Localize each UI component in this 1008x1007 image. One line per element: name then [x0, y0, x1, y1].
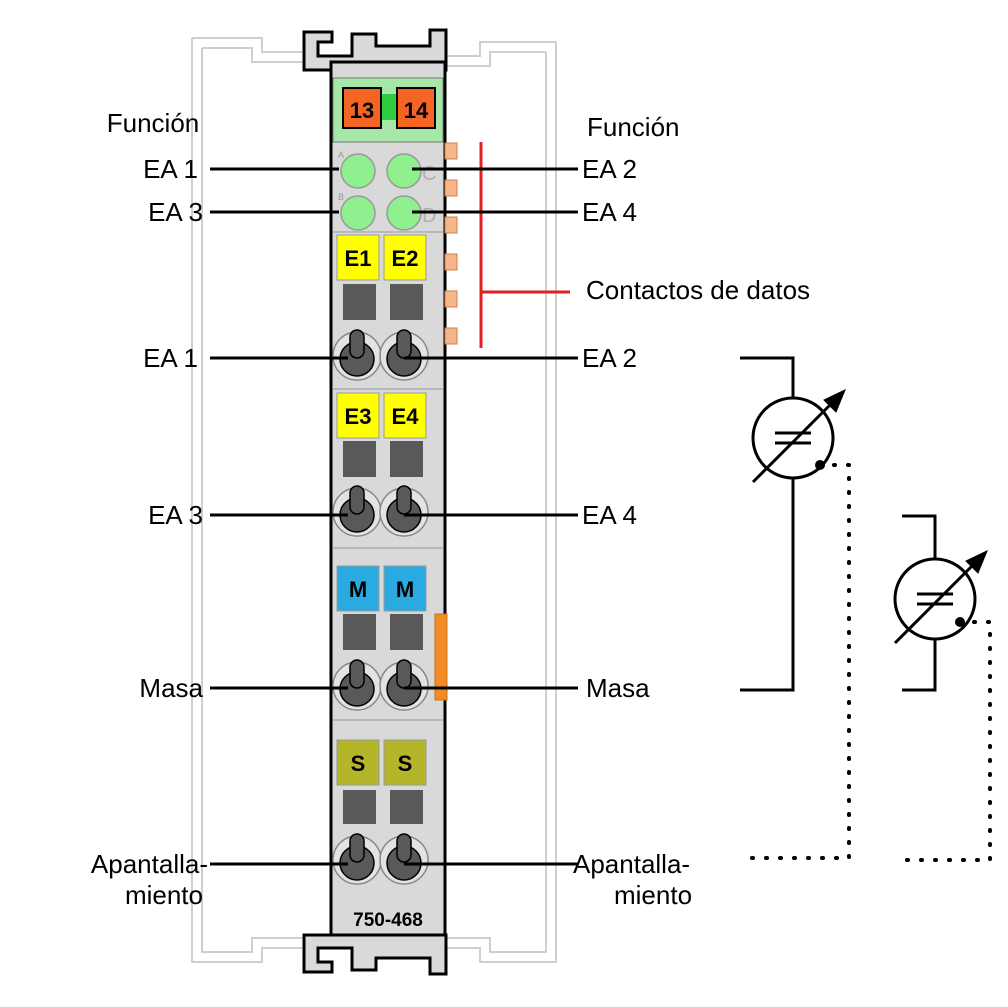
release-slot: [390, 790, 423, 824]
tag-s1: [336, 739, 380, 786]
din-rail-outline: [191, 37, 557, 963]
label-ea4: EA 4: [582, 500, 637, 530]
release-slot: [343, 614, 376, 650]
sensor-arrow-head: [965, 549, 988, 574]
tag-e1: [336, 234, 380, 281]
led-b-letter: B: [338, 192, 344, 202]
power-contact-14: [396, 87, 436, 129]
tag-s1-text: S: [351, 751, 366, 776]
terminal-group-3: M M: [332, 547, 443, 711]
leader-lines: [210, 167, 578, 866]
led-c-letter: C: [422, 163, 436, 185]
label-apant-right-2: miento: [614, 880, 692, 910]
tag-s2: [383, 739, 427, 786]
label-ea3-led: EA 3: [148, 197, 203, 227]
label-ea3: EA 3: [148, 500, 203, 530]
header-center-gap: [380, 94, 396, 120]
led-d-letter: D: [422, 205, 436, 227]
label-masa-left: Masa: [139, 673, 203, 703]
clamp-hole: [396, 485, 412, 515]
sensor-arrow-head: [823, 388, 846, 413]
led-a: [340, 153, 376, 189]
tag-s2-text: S: [398, 751, 413, 776]
tag-m2: [383, 565, 427, 612]
tag-e3-text: E3: [345, 404, 372, 429]
tag-e1-text: E1: [345, 246, 372, 271]
label-apant-left-2: miento: [125, 880, 203, 910]
release-slot: [343, 441, 376, 477]
orange-side-marker: [434, 613, 448, 701]
label-funcion-right: Función: [587, 112, 680, 142]
label-ea2: EA 2: [582, 343, 637, 373]
label-funcion-left: Función: [107, 108, 200, 138]
terminal-group-1: E1 E2: [332, 231, 443, 381]
tag-m2-text: M: [396, 577, 414, 602]
led-a-letter: A: [338, 150, 344, 160]
model-number: 750-468: [353, 910, 423, 931]
label-ea1: EA 1: [143, 343, 198, 373]
label-contactos: Contactos de datos: [586, 275, 810, 305]
release-slot: [343, 284, 376, 320]
power-contact-14-label: 14: [404, 98, 429, 123]
led-b: [340, 195, 376, 231]
data-contacts-red-bracket: [479, 142, 570, 348]
terminal-group-2: E3 E4: [332, 388, 443, 537]
sensor-symbol-1: [738, 356, 851, 860]
power-contact-13-label: 13: [350, 98, 374, 123]
label-ea4-led: EA 4: [582, 197, 637, 227]
shield-dotted-wire: [903, 620, 992, 862]
tag-e2: [383, 234, 427, 281]
tag-e4: [383, 392, 427, 439]
tag-m1: [336, 565, 380, 612]
bottom-clip: [302, 933, 448, 976]
release-slot: [390, 284, 423, 320]
tag-m1-text: M: [349, 577, 367, 602]
clamp-hole: [349, 833, 365, 863]
power-contact-13: [342, 87, 382, 129]
release-slot: [343, 790, 376, 824]
led-area: A C B D: [338, 150, 436, 231]
sensor-symbol-2: [893, 514, 992, 862]
label-masa-right: Masa: [586, 673, 650, 703]
led-c: [386, 153, 422, 189]
shield-dotted-wire: [738, 463, 851, 860]
tag-e4-text: E4: [392, 404, 420, 429]
label-ea1-led: EA 1: [143, 154, 198, 184]
clamp-hole: [396, 329, 412, 359]
label-apant-left-1: Apantalla-: [91, 849, 208, 879]
label-ea2-led: EA 2: [582, 154, 637, 184]
clamp-hole: [349, 485, 365, 515]
tag-e3: [336, 392, 380, 439]
clamp-hole: [349, 659, 365, 689]
release-slot: [390, 614, 423, 650]
clamp-hole: [396, 833, 412, 863]
label-apant-right-1: Apantalla-: [573, 849, 690, 879]
tag-e2-text: E2: [392, 246, 419, 271]
clamp-hole: [396, 659, 412, 689]
data-contacts: [444, 142, 458, 345]
clamp-hole: [349, 329, 365, 359]
top-clip: [302, 28, 448, 72]
release-slot: [390, 441, 423, 477]
